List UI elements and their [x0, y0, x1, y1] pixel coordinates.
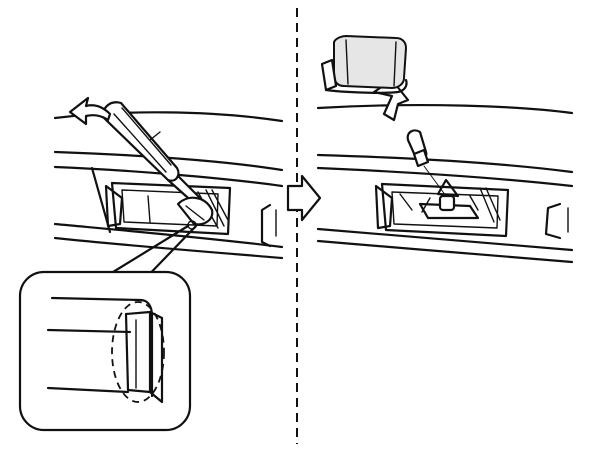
right-bumper-body — [316, 103, 574, 264]
left-panel — [18, 96, 284, 432]
pry-direction-arrow — [68, 96, 112, 126]
lift-direction-arrow — [372, 78, 410, 122]
bulb-icon — [406, 129, 447, 197]
right-panel — [316, 35, 574, 264]
lens-cover — [320, 35, 408, 94]
zoom-callout-inset — [18, 270, 192, 432]
step-arrow-icon — [286, 174, 322, 222]
right-lamp-recess — [374, 178, 510, 238]
pry-point — [176, 196, 214, 226]
